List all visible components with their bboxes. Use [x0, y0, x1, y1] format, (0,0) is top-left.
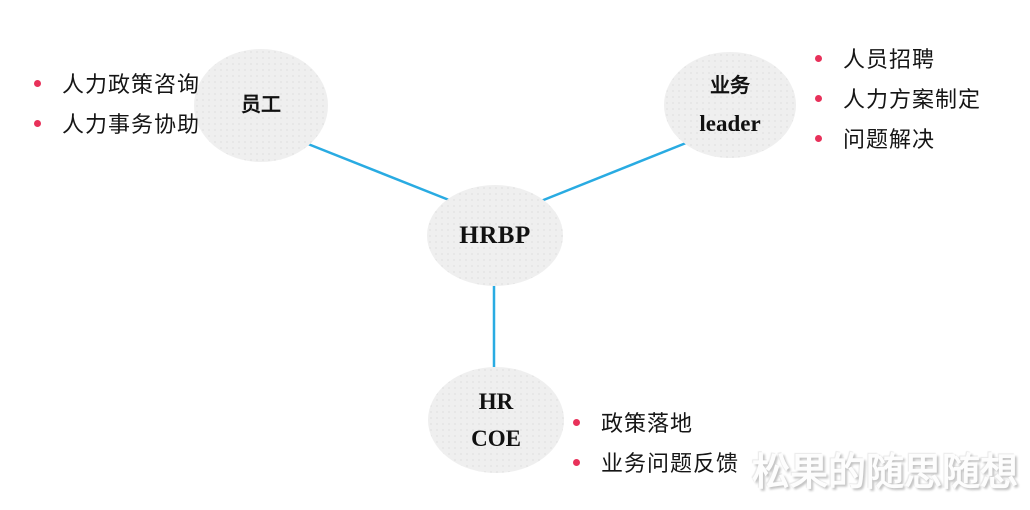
list-item: 人力方案制定	[815, 78, 981, 118]
list-item: 人力政策咨询	[34, 63, 200, 103]
employee-bullet-list: 人力政策咨询 人力事务协助	[34, 63, 200, 143]
hr-coe-bullet-list: 政策落地 业务问题反馈	[573, 402, 739, 482]
node-hr-coe-label-line1: HR	[478, 389, 514, 414]
node-employee-label: 员工	[241, 94, 281, 116]
node-hrbp-label: HRBP	[459, 222, 531, 249]
connector-employee-hrbp	[307, 142, 450, 202]
watermark: 松果的随思随想	[752, 452, 1019, 494]
list-item-label: 人员招聘	[843, 47, 936, 72]
node-business-leader-label-line2: leader	[699, 111, 761, 136]
node-hr-coe: HR COE	[428, 367, 564, 473]
list-item-label: 人力方案制定	[843, 87, 982, 112]
list-item-label: 业务问题反馈	[601, 451, 740, 476]
list-item: 业务问题反馈	[573, 442, 739, 482]
list-item: 人力事务协助	[34, 103, 200, 143]
list-item: 问题解决	[815, 118, 981, 158]
bullet-icon	[815, 54, 822, 62]
bullet-icon	[815, 134, 822, 142]
bullet-icon	[34, 119, 41, 127]
node-business-leader-label-line1: 业务	[710, 75, 750, 97]
bullet-icon	[573, 458, 580, 466]
node-business-leader: 业务 leader	[664, 52, 796, 158]
list-item-label: 人力事务协助	[62, 112, 201, 137]
list-item: 人员招聘	[815, 38, 981, 78]
node-employee: 员工	[194, 49, 328, 162]
node-hr-coe-label-line2: COE	[471, 426, 521, 451]
business-leader-bullet-list: 人员招聘 人力方案制定 问题解决	[815, 38, 981, 158]
bullet-icon	[815, 94, 822, 102]
connector-leader-hrbp	[540, 141, 687, 203]
list-item-label: 问题解决	[843, 127, 936, 152]
bullet-icon	[34, 79, 41, 87]
list-item: 政策落地	[573, 402, 739, 442]
node-hrbp: HRBP	[427, 185, 563, 286]
list-item-label: 政策落地	[601, 411, 694, 436]
bullet-icon	[573, 418, 580, 426]
list-item-label: 人力政策咨询	[62, 72, 201, 97]
